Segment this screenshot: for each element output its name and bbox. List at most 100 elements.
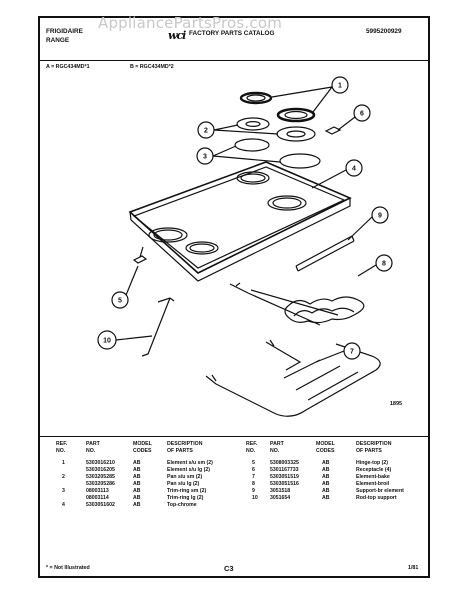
row-desc: Pan s/u lg (2) [167,481,200,488]
header-part-no: NO. [270,448,280,454]
drip-pan-center [286,130,306,138]
row-desc: Receptacle (4) [356,467,392,474]
row-part: 5303051602 [86,502,115,509]
callout-leader-9 [347,216,373,241]
row-desc: Element s/u lg (2) [167,467,210,474]
row-part: 5303016210 [86,460,115,466]
cooktop-front-edge [129,198,351,282]
row-model: AB [322,474,330,481]
header-of-parts: OF PARTS [167,448,193,454]
callout-leader-8 [357,264,377,277]
row-ref: 1 [62,460,65,466]
row-part: 5303205286 [86,481,115,488]
header-part-no: NO. [86,448,96,454]
callout-7: 7 [343,342,361,360]
surface-element-small [239,91,273,105]
header-rule [40,60,428,61]
callout-leader-2 [213,124,279,135]
exploded-parts-diagram: 1 2 3 4 5 6 7 8 9 10 1895 [97,76,402,417]
callout-9: 9 [371,206,389,224]
row-desc: Pan s/u sm (2) [167,474,203,481]
callout-leader-10 [115,335,153,341]
diagram-year: 1895 [390,401,402,407]
row-desc: Support-br element [356,488,404,495]
row-model: AB [322,467,330,474]
header-codes: CODES [316,448,335,454]
header-ref-no: NO. [56,448,66,454]
row-desc: Element-bake [356,474,390,481]
callout-leader-6 [337,116,356,131]
receptacle [324,126,342,135]
row-ref [56,495,86,502]
broil-element-terminal [229,282,249,294]
burner-opening-front-right [185,241,219,255]
row-part: 3051518 [270,488,291,495]
row-ref: 2 [62,474,65,481]
surface-element-coil [284,110,308,120]
row-model: AB [322,460,330,466]
bake-element [215,343,381,417]
row-desc: Element-broil [356,481,390,488]
drip-pan-small [236,117,270,131]
callout-label: 4 [352,166,356,173]
row-model: AB [322,481,330,488]
burner-opening-rear-left [236,171,270,185]
hinge-top [132,246,148,264]
burner-opening-rear-right [267,195,307,211]
callout-label: 9 [378,213,382,220]
row-ref: 5 [252,460,255,466]
row-ref: 4 [62,502,65,509]
col-ref: REF.NO. [246,441,270,455]
row-ref: 7 [252,474,255,481]
header-ref: REF. [56,441,68,447]
callout-label: 10 [103,338,111,345]
burner-opening-ring [153,229,183,241]
header-codes: CODES [133,448,152,454]
row-part: 5303051519 [270,474,299,481]
row-desc: Hinge-top (2) [356,460,388,466]
callout-2: 2 [197,121,215,139]
bake-element-terminal [265,339,277,349]
page-number: C3 [224,564,234,573]
row-desc: Rod-top support [356,495,397,502]
callout-6: 6 [353,104,371,122]
surface-element-large [276,107,316,123]
callout-label: 3 [203,154,207,161]
rod-top-support [141,297,175,357]
callout-1: 1 [331,76,349,94]
header-description: DESCRIPTION [167,441,203,447]
row-ref [56,481,86,488]
trim-ring-small [234,138,270,152]
callout-label: 7 [350,349,354,356]
callout-4: 4 [345,159,363,177]
catalog-number: 5995200929 [366,28,402,35]
row-model: AB [133,495,141,502]
row-ref [56,467,86,474]
row-ref: 8 [252,481,255,488]
burner-opening-ring [272,197,302,209]
row-ref: 3 [62,488,65,495]
callout-label: 1 [338,83,342,90]
table-row: 7 5303051519 AB Element-bake [246,474,404,481]
row-desc: Top-chrome [167,502,197,509]
catalog-title: FACTORY PARTS CATALOG [189,30,275,37]
row-part: 3051654 [270,495,291,502]
row-model: AB [133,488,141,495]
wci-logo: wci [168,29,186,42]
broil-element [247,289,365,326]
trim-ring-large [279,153,321,169]
callout-label: 8 [382,261,386,268]
callout-leader-4 [311,169,347,189]
callout-8: 8 [375,254,393,272]
